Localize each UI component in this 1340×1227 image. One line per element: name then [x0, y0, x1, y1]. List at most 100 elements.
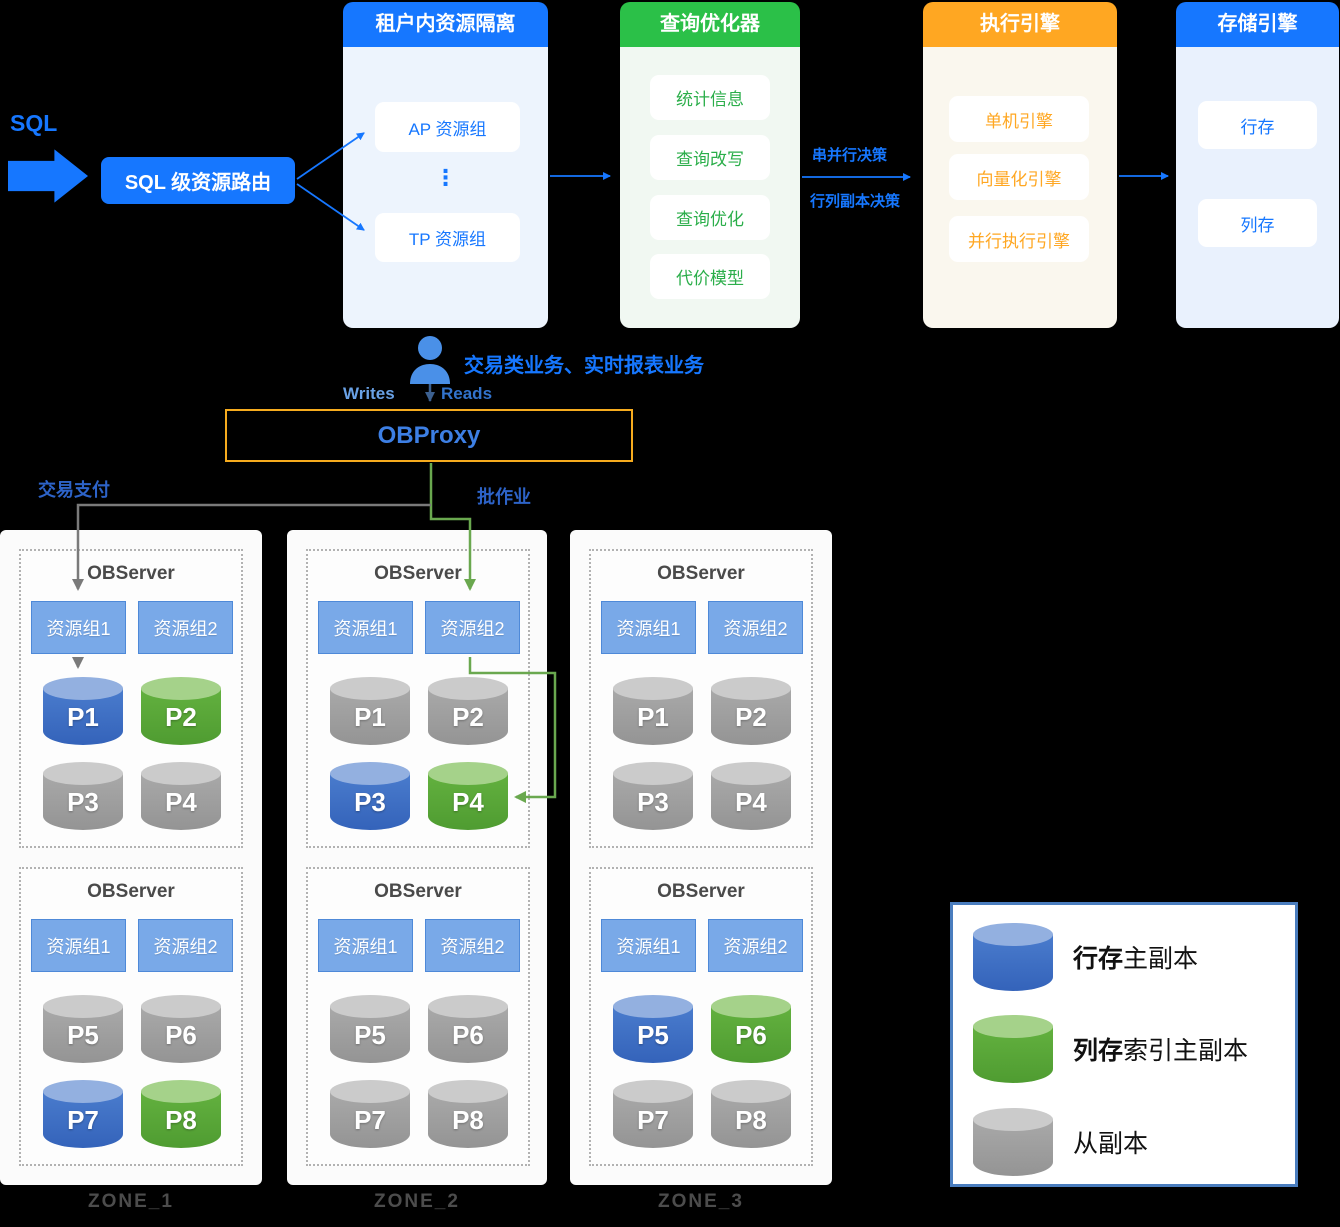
- partition-label: P4: [452, 787, 484, 817]
- legend-label: 列存索引主副本: [1073, 1031, 1248, 1067]
- partition-label: P1: [67, 702, 99, 732]
- partition-cylinder: P3: [330, 762, 410, 830]
- legend-label-bold: 列存: [1073, 1037, 1124, 1065]
- partition-cylinder: P7: [43, 1080, 123, 1148]
- cylinder-top: [43, 762, 123, 785]
- partition-label: P6: [452, 1020, 484, 1050]
- partition-cylinder: P4: [711, 762, 791, 830]
- user-caption: 交易类业务、实时报表业务: [464, 355, 704, 377]
- cylinder-top: [613, 995, 693, 1018]
- cylinder-top: [973, 1108, 1053, 1131]
- sql-label: SQL: [10, 110, 58, 136]
- cylinder-top: [428, 677, 508, 700]
- cylinder-top: [330, 1080, 410, 1103]
- observer-title: OBServer: [374, 563, 462, 584]
- partition-label: P3: [67, 787, 99, 817]
- cylinder-top: [711, 762, 791, 785]
- partition-label: P5: [354, 1020, 386, 1050]
- observer-title: OBServer: [657, 563, 745, 584]
- partition-cylinder: P6: [141, 995, 221, 1063]
- ellipsis: ⋮: [434, 165, 457, 190]
- observer-box: OBServer 资源组1 资源组2 P5 P6 P7 P8: [589, 867, 813, 1166]
- partition-cylinder: P2: [711, 677, 791, 745]
- resource-group-1: 资源组1: [31, 601, 126, 654]
- zone-1-label: ZONE_1: [88, 1191, 174, 1212]
- observer-box: OBServer 资源组1 资源组2 P1 P2 P3 P4: [306, 549, 530, 848]
- execution-item: 单机引擎: [949, 96, 1089, 142]
- cylinder-top: [428, 1080, 508, 1103]
- legend-item-row-primary: 行存主副本: [973, 923, 1198, 991]
- storage-item: 行存: [1198, 101, 1317, 149]
- cylinder-top: [711, 995, 791, 1018]
- panel-tenant-isolation: 租户内资源隔离 AP 资源组 ⋮ TP 资源组: [343, 2, 548, 328]
- zone-2-panel: OBServer 资源组1 资源组2 P1 P2 P3 P4 OBServer …: [287, 530, 547, 1185]
- cylinder-top: [141, 762, 221, 785]
- partition-label: P3: [354, 787, 386, 817]
- cylinder-top: [613, 677, 693, 700]
- cylinder-top: [613, 762, 693, 785]
- observer-title: OBServer: [87, 881, 175, 902]
- legend-label: 从副本: [1073, 1124, 1148, 1160]
- partition-cylinder: P1: [613, 677, 693, 745]
- obproxy-box: OBProxy: [225, 409, 633, 462]
- partition-cylinder: P7: [330, 1080, 410, 1148]
- partition-label: P2: [165, 702, 197, 732]
- cylinder-top: [330, 995, 410, 1018]
- tp-resource-group: TP 资源组: [375, 213, 520, 262]
- observer-title: OBServer: [87, 563, 175, 584]
- panel-storage-engine: 存储引擎 行存 列存: [1176, 2, 1339, 328]
- partition-cylinder: P5: [613, 995, 693, 1063]
- partition-cylinder: P3: [613, 762, 693, 830]
- zone-3-label: ZONE_3: [658, 1191, 744, 1212]
- partition-cylinder: P7: [613, 1080, 693, 1148]
- cylinder-top: [973, 1015, 1053, 1038]
- observer-title: OBServer: [374, 881, 462, 902]
- cylinder-top: [711, 677, 791, 700]
- panel-query-optimizer: 查询优化器 统计信息 查询改写 查询优化 代价模型: [620, 2, 800, 328]
- resource-group-2: 资源组2: [138, 601, 233, 654]
- legend-item-column-index-primary: 列存索引主副本: [973, 1015, 1248, 1083]
- partition-cylinder: P4: [141, 762, 221, 830]
- resource-group-1: 资源组1: [601, 601, 696, 654]
- resource-group-2: 资源组2: [708, 919, 803, 972]
- partition-cylinder: P2: [428, 677, 508, 745]
- cylinder-top: [141, 995, 221, 1018]
- execution-item: 向量化引擎: [949, 154, 1089, 200]
- partition-cylinder: P3: [43, 762, 123, 830]
- zone-1-panel: OBServer 资源组1 资源组2 P1 P2 P3 P4 OBServer …: [0, 530, 262, 1185]
- panel-title: 执行引擎: [923, 2, 1117, 47]
- panel-title: 租户内资源隔离: [343, 2, 548, 47]
- resource-group-2: 资源组2: [708, 601, 803, 654]
- partition-label: P4: [165, 787, 197, 817]
- cylinder-top: [43, 995, 123, 1018]
- partition-label: P8: [452, 1105, 484, 1135]
- observer-box: OBServer 资源组1 资源组2 P5 P6 P7 P8: [19, 867, 243, 1166]
- resource-group-2: 资源组2: [425, 919, 520, 972]
- partition-cylinder: P6: [711, 995, 791, 1063]
- cylinder-top: [973, 923, 1053, 946]
- partition-label: P2: [452, 702, 484, 732]
- observer-box: OBServer 资源组1 资源组2 P5 P6 P7 P8: [306, 867, 530, 1166]
- partition-label: P1: [354, 702, 386, 732]
- ap-resource-group: AP 资源组: [375, 102, 520, 152]
- partition-cylinder: P1: [330, 677, 410, 745]
- partition-cylinder: P5: [330, 995, 410, 1063]
- sql-input-arrow-icon: [8, 149, 88, 203]
- resource-group-2: 资源组2: [138, 919, 233, 972]
- partition-cylinder: P8: [711, 1080, 791, 1148]
- sql-router-box: SQL 级资源路由: [101, 157, 295, 204]
- resource-group-1: 资源组1: [318, 919, 413, 972]
- observer-box: OBServer 资源组1 资源组2 P1 P2 P3 P4: [19, 549, 243, 848]
- partition-label: P6: [165, 1020, 197, 1050]
- writes-label: Writes: [343, 384, 395, 403]
- legend-box: 行存主副本 列存索引主副本 从副本: [950, 902, 1298, 1187]
- cylinder-top: [428, 995, 508, 1018]
- panel-body: 行存 列存: [1176, 47, 1339, 328]
- partition-cylinder: P5: [43, 995, 123, 1063]
- cylinder-top: [613, 1080, 693, 1103]
- legend-item-follower-replica: 从副本: [973, 1108, 1148, 1176]
- partition-label: P8: [165, 1105, 197, 1135]
- partition-label: P5: [637, 1020, 669, 1050]
- cylinder-top: [141, 677, 221, 700]
